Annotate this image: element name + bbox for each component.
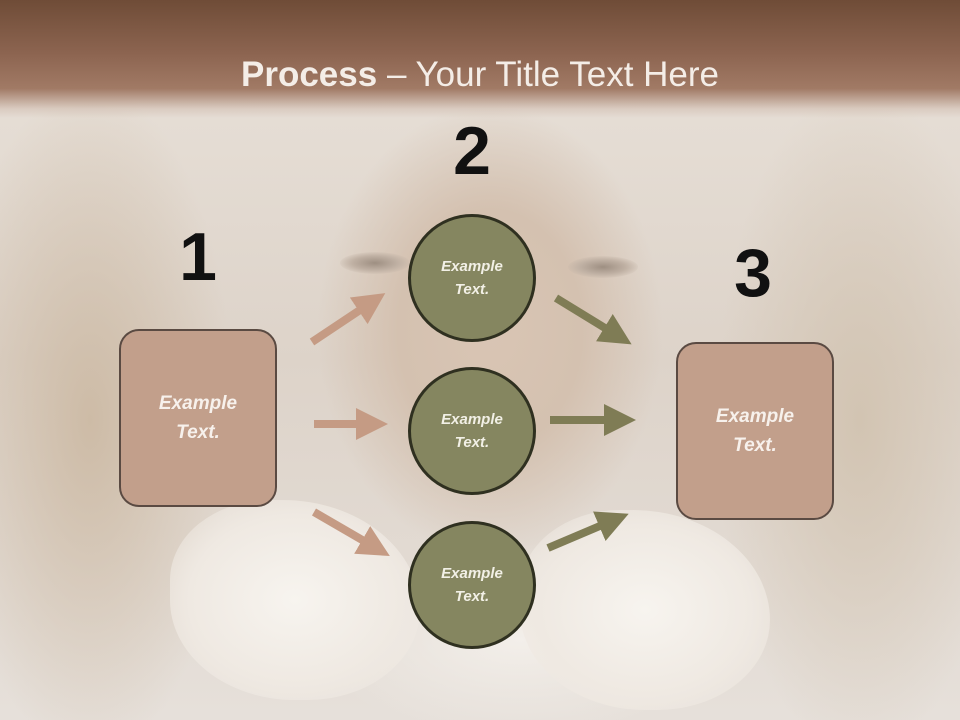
circle-top-line-1: Example: [441, 258, 503, 275]
arrow-right-up: [546, 511, 629, 552]
circle-bottom-line-1: Example: [441, 565, 503, 582]
title-rest: – Your Title Text Here: [377, 55, 719, 94]
circle-top-line-2: Text.: [454, 281, 490, 298]
right-box-line-1: Example: [715, 406, 795, 427]
background-eye-left: [340, 252, 410, 274]
circle-middle[interactable]: Example Text.: [408, 367, 536, 495]
title-band: [0, 0, 960, 118]
right-box-line-2: Text.: [733, 435, 777, 456]
step-number-3: 3: [734, 235, 772, 311]
background-eye-right: [568, 256, 638, 278]
circle-bottom-line-2: Text.: [454, 588, 490, 605]
step-number-1: 1: [179, 219, 217, 295]
arrow-left-up: [309, 293, 386, 346]
left-process-box[interactable]: Example Text.: [119, 329, 277, 507]
arrow-left-down: [311, 508, 390, 557]
right-process-box[interactable]: Example Text.: [676, 342, 834, 520]
circle-bottom[interactable]: Example Text.: [408, 521, 536, 649]
left-box-line-1: Example: [158, 393, 238, 414]
circle-middle-line-1: Example: [441, 411, 503, 428]
circle-top[interactable]: Example Text.: [408, 214, 536, 342]
title-bold: Process: [241, 55, 378, 94]
circle-middle-line-2: Text.: [454, 434, 490, 451]
slide-title[interactable]: Process – Your Title Text Here: [0, 54, 960, 96]
arrow-right-down: [553, 294, 632, 345]
step-number-2: 2: [453, 113, 491, 189]
left-box-line-2: Text.: [176, 422, 220, 443]
